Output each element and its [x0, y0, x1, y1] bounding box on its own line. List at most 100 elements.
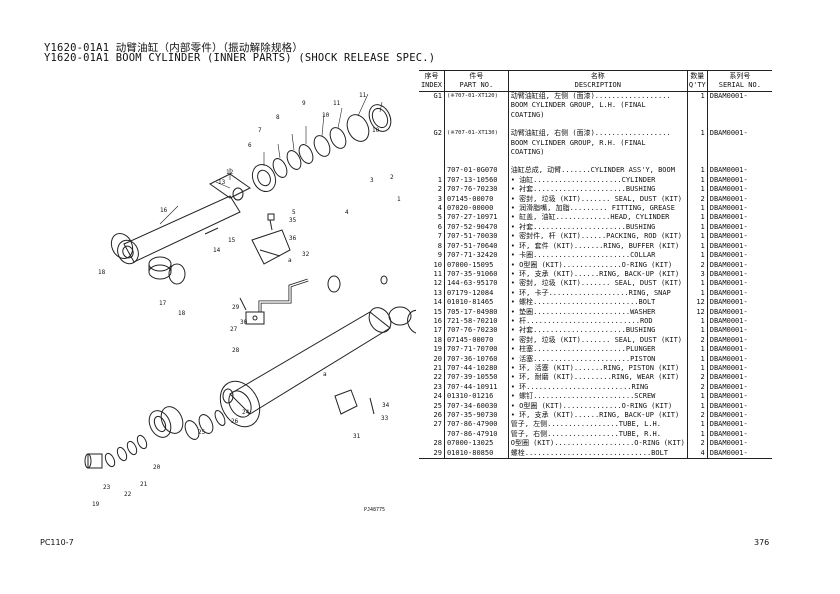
qty-cell: 4: [686, 448, 708, 459]
serial-cell: DBAM0001-: [706, 382, 772, 393]
description-cell: • 活塞.......................PISTON: [507, 354, 688, 364]
index-cell: 19: [433, 345, 442, 354]
callout-label: 1: [397, 196, 401, 203]
callout-label: 14: [213, 247, 221, 254]
serial-cell: DBAM0001-: [706, 373, 772, 383]
index-cell: 15: [433, 307, 442, 316]
serial-cell: DBAM0001-: [706, 429, 772, 440]
qty-cell: 12: [686, 298, 708, 308]
index-cell: 16: [433, 316, 442, 325]
part-no-cell: 01010-81465: [443, 298, 509, 308]
callout-label: 28: [232, 347, 240, 354]
qty-cell: 1: [686, 429, 708, 440]
serial-cell: DBAM0001-: [706, 279, 772, 289]
qty-cell: 1: [686, 326, 708, 336]
part-no-cell: [443, 110, 509, 121]
callout-label: 20: [153, 464, 161, 471]
description-cell: • 润滑脂嘴, 加脂......... FITTING, GREASE: [507, 204, 688, 214]
description-cell: BOOM CYLINDER GROUP, L.H. (FINAL: [507, 101, 688, 111]
table-row: BOOM CYLINDER GROUP, L.H. (FINAL: [419, 101, 772, 111]
description-cell: • 螺栓.........................BOLT: [507, 298, 688, 308]
index-cell: 9: [437, 251, 442, 260]
callout-label: 34: [382, 402, 390, 409]
serial-cell: DBAM0001-: [706, 345, 772, 355]
serial-cell: DBAM0001-: [706, 260, 772, 270]
callout-label: 12: [226, 169, 234, 176]
description-cell: • 柱塞......................PLUNGER: [507, 345, 688, 355]
spacer-row: [419, 120, 772, 130]
description-cell: • 密封件, 杆 (KIT)......PACKING, ROD (KIT): [507, 232, 688, 242]
serial-cell: DBAM0001-: [706, 316, 772, 327]
part-no-cell: 07020-00000: [443, 204, 509, 214]
qty-cell: 12: [686, 307, 708, 317]
qty-cell: 3: [686, 269, 708, 280]
serial-cell: DBAM0001-: [706, 363, 772, 374]
part-no-cell: 707-71-32420: [443, 251, 509, 261]
description-cell: • 密封, 垃圾 (KIT)....... SEAL, DUST (KIT): [507, 279, 688, 289]
description-cell: • 密封, 垃圾 (KIT)....... SEAL, DUST (KIT): [507, 194, 688, 205]
callout-label: 6: [248, 142, 252, 149]
index-cell: 24: [433, 392, 442, 401]
serial-cell: DBAM0001-: [706, 420, 772, 430]
part-no-cell: 707-36-10760: [443, 354, 509, 364]
part-no-cell: 707-76-70230: [443, 185, 509, 195]
callout-label: 13: [218, 179, 226, 186]
part-no-cell: 707-71-70700: [443, 345, 509, 355]
serial-cell: DBAM0001-: [706, 204, 772, 214]
part-no-cell: 07000-15095: [443, 260, 509, 270]
callout-label: 9: [302, 100, 306, 107]
description-cell: BOOM CYLINDER GROUP, R.H. (FINAL: [507, 138, 688, 149]
description-cell: • 油缸.....................CYLINDER: [507, 175, 688, 186]
serial-cell: DBAM0001-: [706, 213, 772, 223]
part-no-cell: 144-63-95170: [443, 279, 509, 289]
serial-cell: [706, 138, 772, 149]
serial-cell: [706, 101, 772, 111]
index-cell: 22: [433, 373, 442, 382]
part-no-cell: 707-86-47900: [443, 420, 509, 430]
part-no-cell: (※707-01-XT130): [443, 129, 509, 139]
part-no-cell: 707-35-91060: [443, 269, 509, 280]
serial-cell: DBAM0001-: [706, 288, 772, 299]
index-cell: 28: [433, 439, 442, 448]
serial-cell: DBAM0001-: [706, 335, 772, 346]
part-no-cell: 01310-01216: [443, 392, 509, 402]
description-cell: COATING): [507, 148, 688, 158]
callout-label: 5: [292, 209, 296, 216]
description-cell: • 环, 耐磨 (KIT).........RING, WEAR (KIT): [507, 373, 688, 383]
callout-label: 30: [240, 319, 248, 326]
part-no-cell: 707-35-90730: [443, 411, 509, 421]
spacer-row: [419, 157, 772, 167]
qty-cell: 1: [686, 204, 708, 214]
index-cell: [419, 166, 444, 175]
qty-cell: 2: [686, 439, 708, 449]
qty-cell: 1: [686, 345, 708, 355]
description-cell: 动臂油缸组, 右侧 (面漆)..................: [507, 129, 688, 139]
part-no-cell: 707-52-90470: [443, 222, 509, 233]
qty-cell: 1: [686, 251, 708, 261]
description-cell: • 螺钉........................SCREW: [507, 392, 688, 402]
part-no-cell: 707-51-70640: [443, 241, 509, 252]
part-no-cell: [443, 101, 509, 111]
index-cell: 14: [433, 298, 442, 307]
callout-label: 11: [359, 92, 367, 99]
part-no-cell: 07000-13025: [443, 439, 509, 449]
index-cell: 26: [433, 411, 442, 419]
description-cell: 管子, 右侧.................TUBE, R.H.: [507, 429, 688, 440]
qty-cell: 1: [686, 232, 708, 242]
part-no-cell: 707-27-10971: [443, 213, 509, 223]
